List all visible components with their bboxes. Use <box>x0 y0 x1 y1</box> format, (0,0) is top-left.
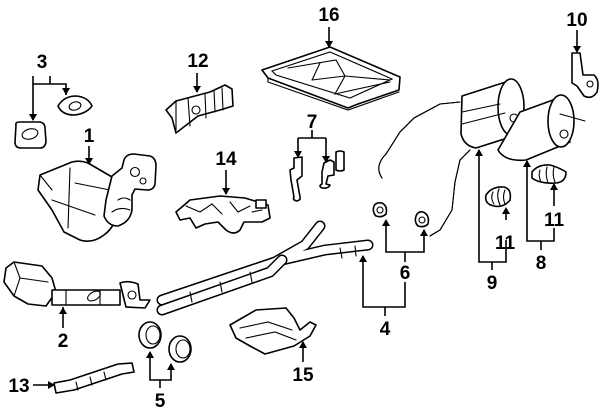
callout-11-left[interactable]: 11 <box>495 233 516 254</box>
part-13-support-bracket[interactable] <box>53 362 135 394</box>
part-5-seal-rings[interactable] <box>138 321 192 363</box>
callout-14[interactable]: 14 <box>215 149 237 170</box>
callout-3[interactable]: 3 <box>37 52 48 73</box>
part-14-heat-shield[interactable] <box>175 195 271 234</box>
part-3-gaskets[interactable] <box>14 95 93 149</box>
part-16-rear-heat-shield[interactable] <box>261 46 401 111</box>
part-9-muffler-left[interactable] <box>378 78 525 237</box>
part-10-bracket[interactable] <box>571 52 599 99</box>
callout-12[interactable]: 12 <box>187 51 208 72</box>
callout-16[interactable]: 16 <box>318 5 339 26</box>
callout-13[interactable]: 13 <box>8 376 29 397</box>
part-15-heat-shield[interactable] <box>229 307 317 355</box>
part-7-hangers[interactable] <box>289 150 345 202</box>
callout-9[interactable]: 9 <box>487 273 498 294</box>
part-1-catalytic-converter[interactable] <box>37 153 157 242</box>
callout-4[interactable]: 4 <box>380 319 391 340</box>
part-4-y-pipe[interactable] <box>156 220 374 316</box>
part-2-converter-pipe[interactable] <box>3 261 151 309</box>
part-11-tailpipe-tip-left[interactable] <box>484 186 512 208</box>
callout-15[interactable]: 15 <box>292 365 314 386</box>
leader-lines <box>29 27 581 389</box>
part-12-heat-shield[interactable] <box>165 84 234 134</box>
callout-8[interactable]: 8 <box>536 253 547 274</box>
callout-2[interactable]: 2 <box>58 331 69 352</box>
part-6-clamps[interactable] <box>372 202 430 228</box>
callout-6[interactable]: 6 <box>400 263 411 284</box>
callout-labels: 3 1 12 16 7 14 10 11 11 9 8 6 4 2 5 15 1… <box>8 5 587 412</box>
callout-1[interactable]: 1 <box>84 126 95 147</box>
callout-7[interactable]: 7 <box>307 112 318 133</box>
callout-5[interactable]: 5 <box>155 391 166 412</box>
part-11-tailpipe-tip-right[interactable] <box>531 164 567 184</box>
callout-11-right[interactable]: 11 <box>544 210 565 231</box>
callout-10[interactable]: 10 <box>566 10 587 31</box>
part-8-muffler-right[interactable] <box>497 94 586 162</box>
